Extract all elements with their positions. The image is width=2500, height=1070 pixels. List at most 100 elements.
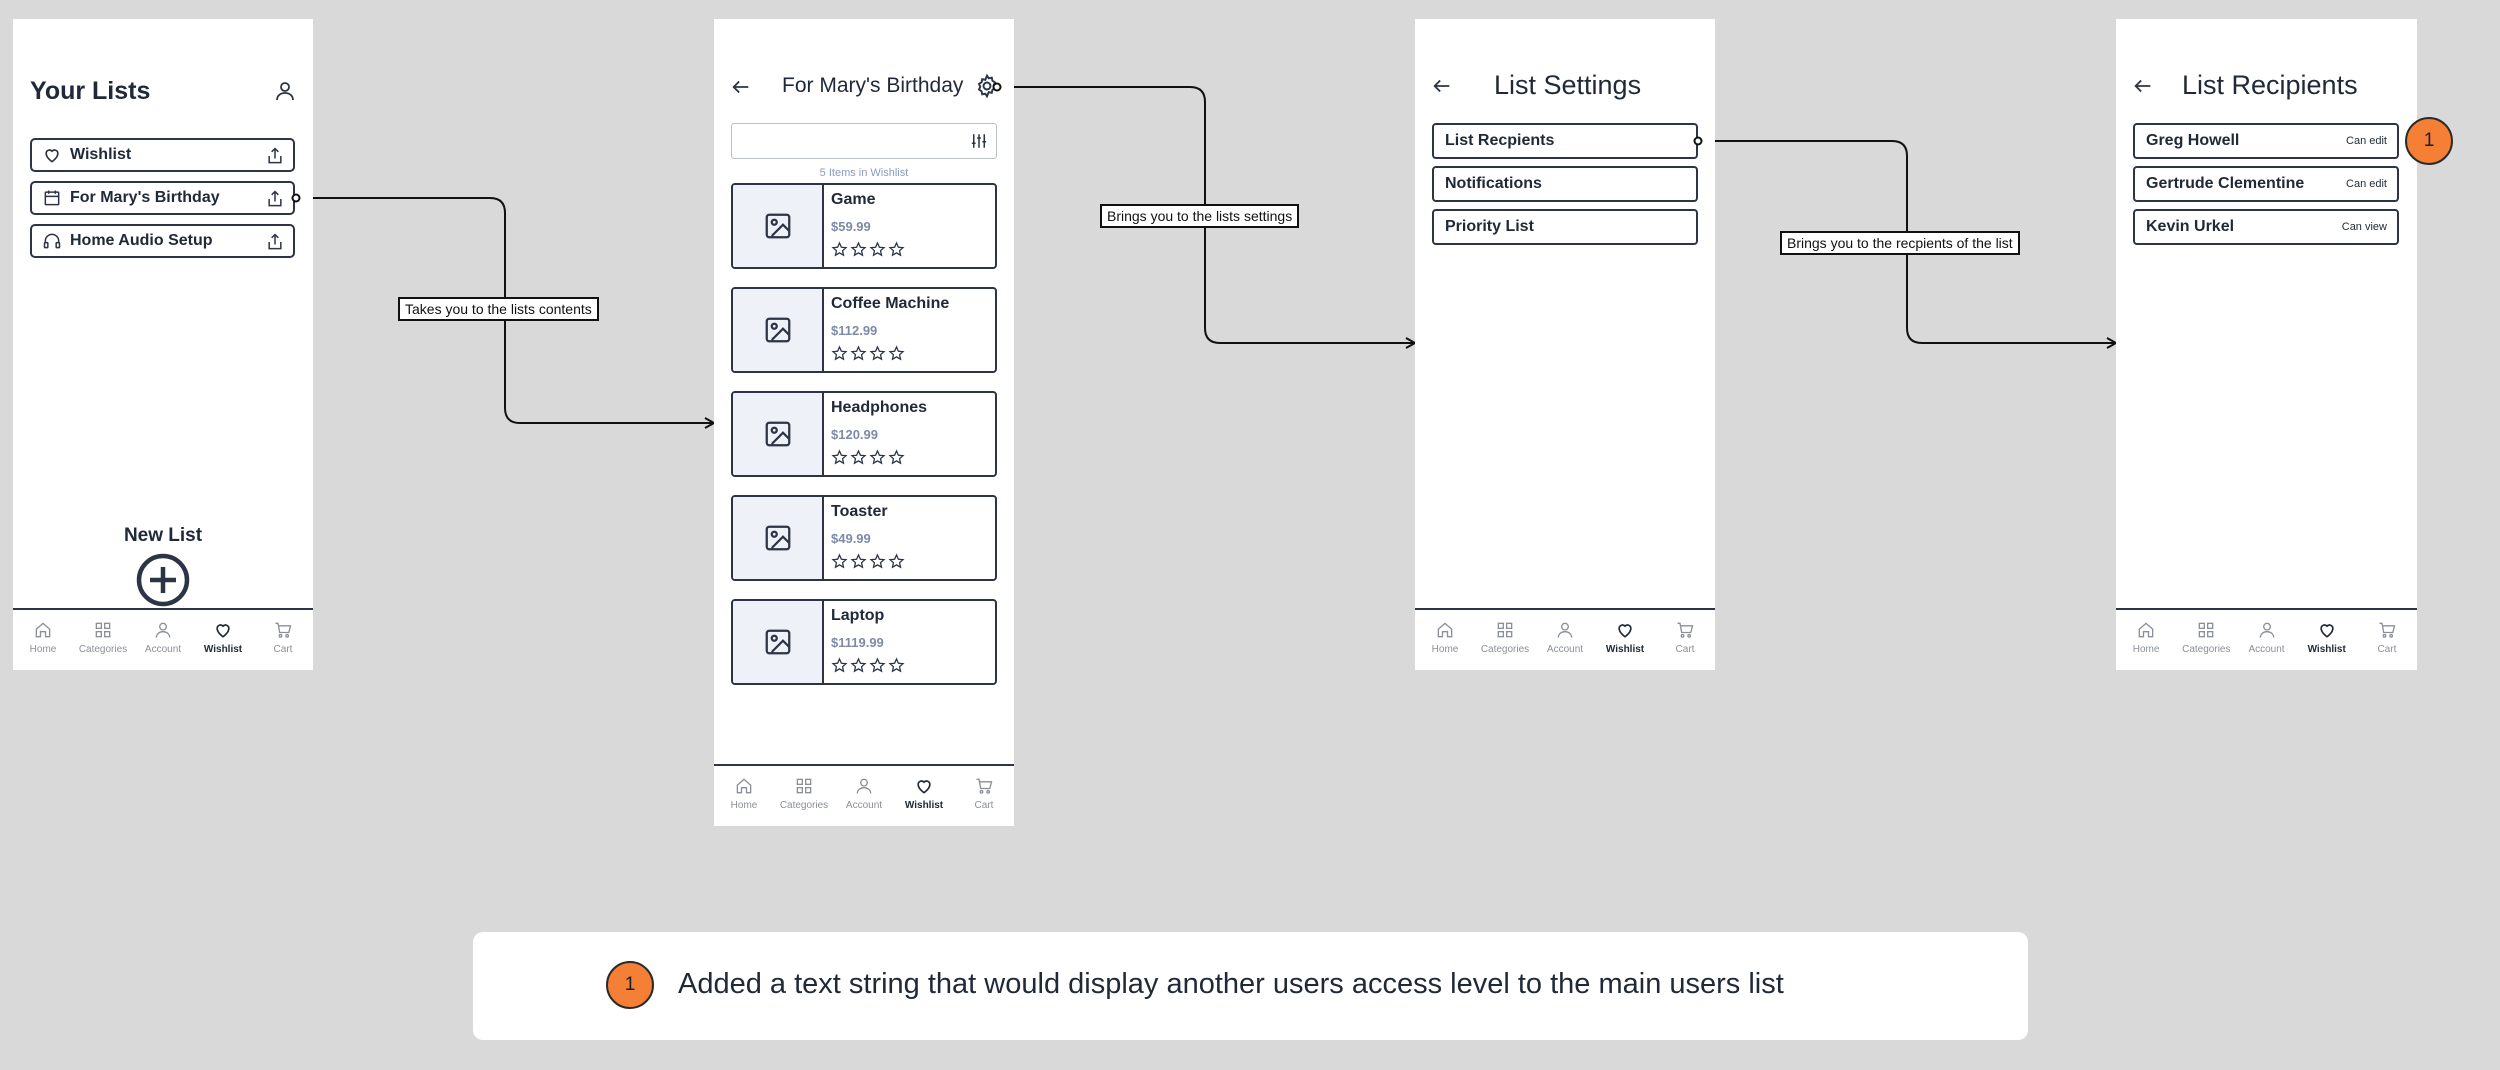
- star-icon[interactable]: [850, 449, 867, 466]
- annotation-badge: 1: [606, 961, 654, 1009]
- nav-label: Cart: [273, 644, 293, 655]
- list-item-home-audio[interactable]: Home Audio Setup: [30, 224, 295, 258]
- back-arrow-icon[interactable]: [1431, 75, 1453, 97]
- star-rating[interactable]: [831, 449, 905, 466]
- nav-account[interactable]: Account: [1535, 610, 1595, 670]
- share-icon[interactable]: [265, 189, 285, 209]
- nav-account[interactable]: Account: [2236, 610, 2296, 670]
- star-icon[interactable]: [850, 657, 867, 674]
- star-rating[interactable]: [831, 241, 905, 258]
- product-price: $112.99: [831, 323, 878, 338]
- star-icon[interactable]: [831, 657, 848, 674]
- product-card[interactable]: Game$59.99: [731, 183, 997, 269]
- star-icon[interactable]: [869, 553, 886, 570]
- recipient-row[interactable]: Kevin Urkel Can view: [2133, 209, 2399, 245]
- option-priority-list[interactable]: Priority List: [1432, 209, 1698, 245]
- star-icon[interactable]: [888, 657, 905, 674]
- star-rating[interactable]: [831, 553, 905, 570]
- grid-icon: [796, 778, 812, 794]
- star-rating[interactable]: [831, 345, 905, 362]
- nav-wishlist[interactable]: Wishlist: [193, 610, 253, 670]
- image-placeholder-icon: [765, 317, 790, 343]
- back-arrow-icon[interactable]: [2132, 75, 2154, 97]
- star-icon[interactable]: [888, 553, 905, 570]
- nav-home[interactable]: Home: [2116, 610, 2176, 670]
- back-arrow-icon[interactable]: [730, 76, 752, 98]
- product-card[interactable]: Toaster$49.99: [731, 495, 997, 581]
- list-item-wishlist[interactable]: Wishlist: [30, 138, 295, 172]
- share-icon[interactable]: [265, 146, 285, 166]
- headphones-icon: [43, 233, 61, 249]
- filter-sliders-icon[interactable]: [970, 132, 988, 150]
- option-notifications[interactable]: Notifications: [1432, 166, 1698, 202]
- user-icon: [856, 778, 872, 794]
- recipient-name: Gertrude Clementine: [2146, 175, 2305, 192]
- gear-icon[interactable]: [974, 73, 1000, 99]
- star-icon[interactable]: [831, 241, 848, 258]
- nav-cart[interactable]: Cart: [1655, 610, 1715, 670]
- product-name: Game: [831, 191, 876, 208]
- share-icon[interactable]: [265, 232, 285, 252]
- image-placeholder-icon: [765, 629, 790, 655]
- search-input[interactable]: [731, 123, 997, 159]
- star-icon[interactable]: [831, 553, 848, 570]
- user-icon: [1557, 622, 1573, 638]
- heart-icon: [45, 149, 59, 163]
- callout-label: Takes you to the lists contents: [398, 297, 599, 321]
- recipient-name: Greg Howell: [2146, 132, 2240, 149]
- access-level: Can view: [2341, 221, 2387, 233]
- star-icon[interactable]: [888, 449, 905, 466]
- page-title: Your Lists: [30, 77, 151, 105]
- nav-label: Home: [730, 800, 758, 811]
- nav-cart[interactable]: Cart: [2357, 610, 2417, 670]
- nav-label: Cart: [1675, 644, 1695, 655]
- nav-categories[interactable]: Categories: [2176, 610, 2236, 670]
- nav-cart[interactable]: Cart: [253, 610, 313, 670]
- star-icon[interactable]: [888, 345, 905, 362]
- nav-categories[interactable]: Categories: [774, 766, 834, 826]
- page-title: List Recipients: [2182, 70, 2358, 100]
- annotation-text: Added a text string that would display a…: [678, 968, 1784, 1000]
- nav-categories[interactable]: Categories: [1475, 610, 1535, 670]
- nav-categories[interactable]: Categories: [73, 610, 133, 670]
- add-list-button[interactable]: [135, 552, 191, 608]
- nav-home[interactable]: Home: [714, 766, 774, 826]
- product-card[interactable]: Laptop$1119.99: [731, 599, 997, 685]
- star-icon[interactable]: [831, 345, 848, 362]
- nav-label: Cart: [2377, 644, 2397, 655]
- list-label: Home Audio Setup: [70, 232, 213, 249]
- user-icon[interactable]: [273, 79, 297, 103]
- heart-icon: [917, 780, 931, 794]
- nav-wishlist[interactable]: Wishlist: [2297, 610, 2357, 670]
- star-icon[interactable]: [869, 241, 886, 258]
- product-card[interactable]: Coffee Machine$112.99: [731, 287, 997, 373]
- item-count: 5 Items in Wishlist: [819, 167, 909, 179]
- heart-icon: [216, 624, 230, 638]
- star-icon[interactable]: [831, 449, 848, 466]
- recipient-row[interactable]: Greg Howell Can edit: [2133, 123, 2399, 159]
- star-icon[interactable]: [850, 345, 867, 362]
- star-rating[interactable]: [831, 657, 905, 674]
- nav-account[interactable]: Account: [133, 610, 193, 670]
- star-icon[interactable]: [869, 345, 886, 362]
- product-name: Toaster: [831, 503, 888, 520]
- nav-wishlist[interactable]: Wishlist: [894, 766, 954, 826]
- star-icon[interactable]: [888, 241, 905, 258]
- nav-label: Home: [29, 644, 57, 655]
- nav-home[interactable]: Home: [13, 610, 73, 670]
- star-icon[interactable]: [869, 449, 886, 466]
- nav-home[interactable]: Home: [1415, 610, 1475, 670]
- image-placeholder-icon: [765, 421, 790, 447]
- product-card[interactable]: Headphones$120.99: [731, 391, 997, 477]
- star-icon[interactable]: [869, 657, 886, 674]
- recipient-row[interactable]: Gertrude Clementine Can edit: [2133, 166, 2399, 202]
- wire-dot: [992, 82, 1002, 92]
- nav-account[interactable]: Account: [834, 766, 894, 826]
- product-name: Headphones: [831, 399, 928, 416]
- nav-wishlist[interactable]: Wishlist: [1595, 610, 1655, 670]
- star-icon[interactable]: [850, 553, 867, 570]
- star-icon[interactable]: [850, 241, 867, 258]
- image-placeholder-icon: [765, 213, 790, 239]
- home-icon: [2138, 622, 2154, 638]
- nav-cart[interactable]: Cart: [954, 766, 1014, 826]
